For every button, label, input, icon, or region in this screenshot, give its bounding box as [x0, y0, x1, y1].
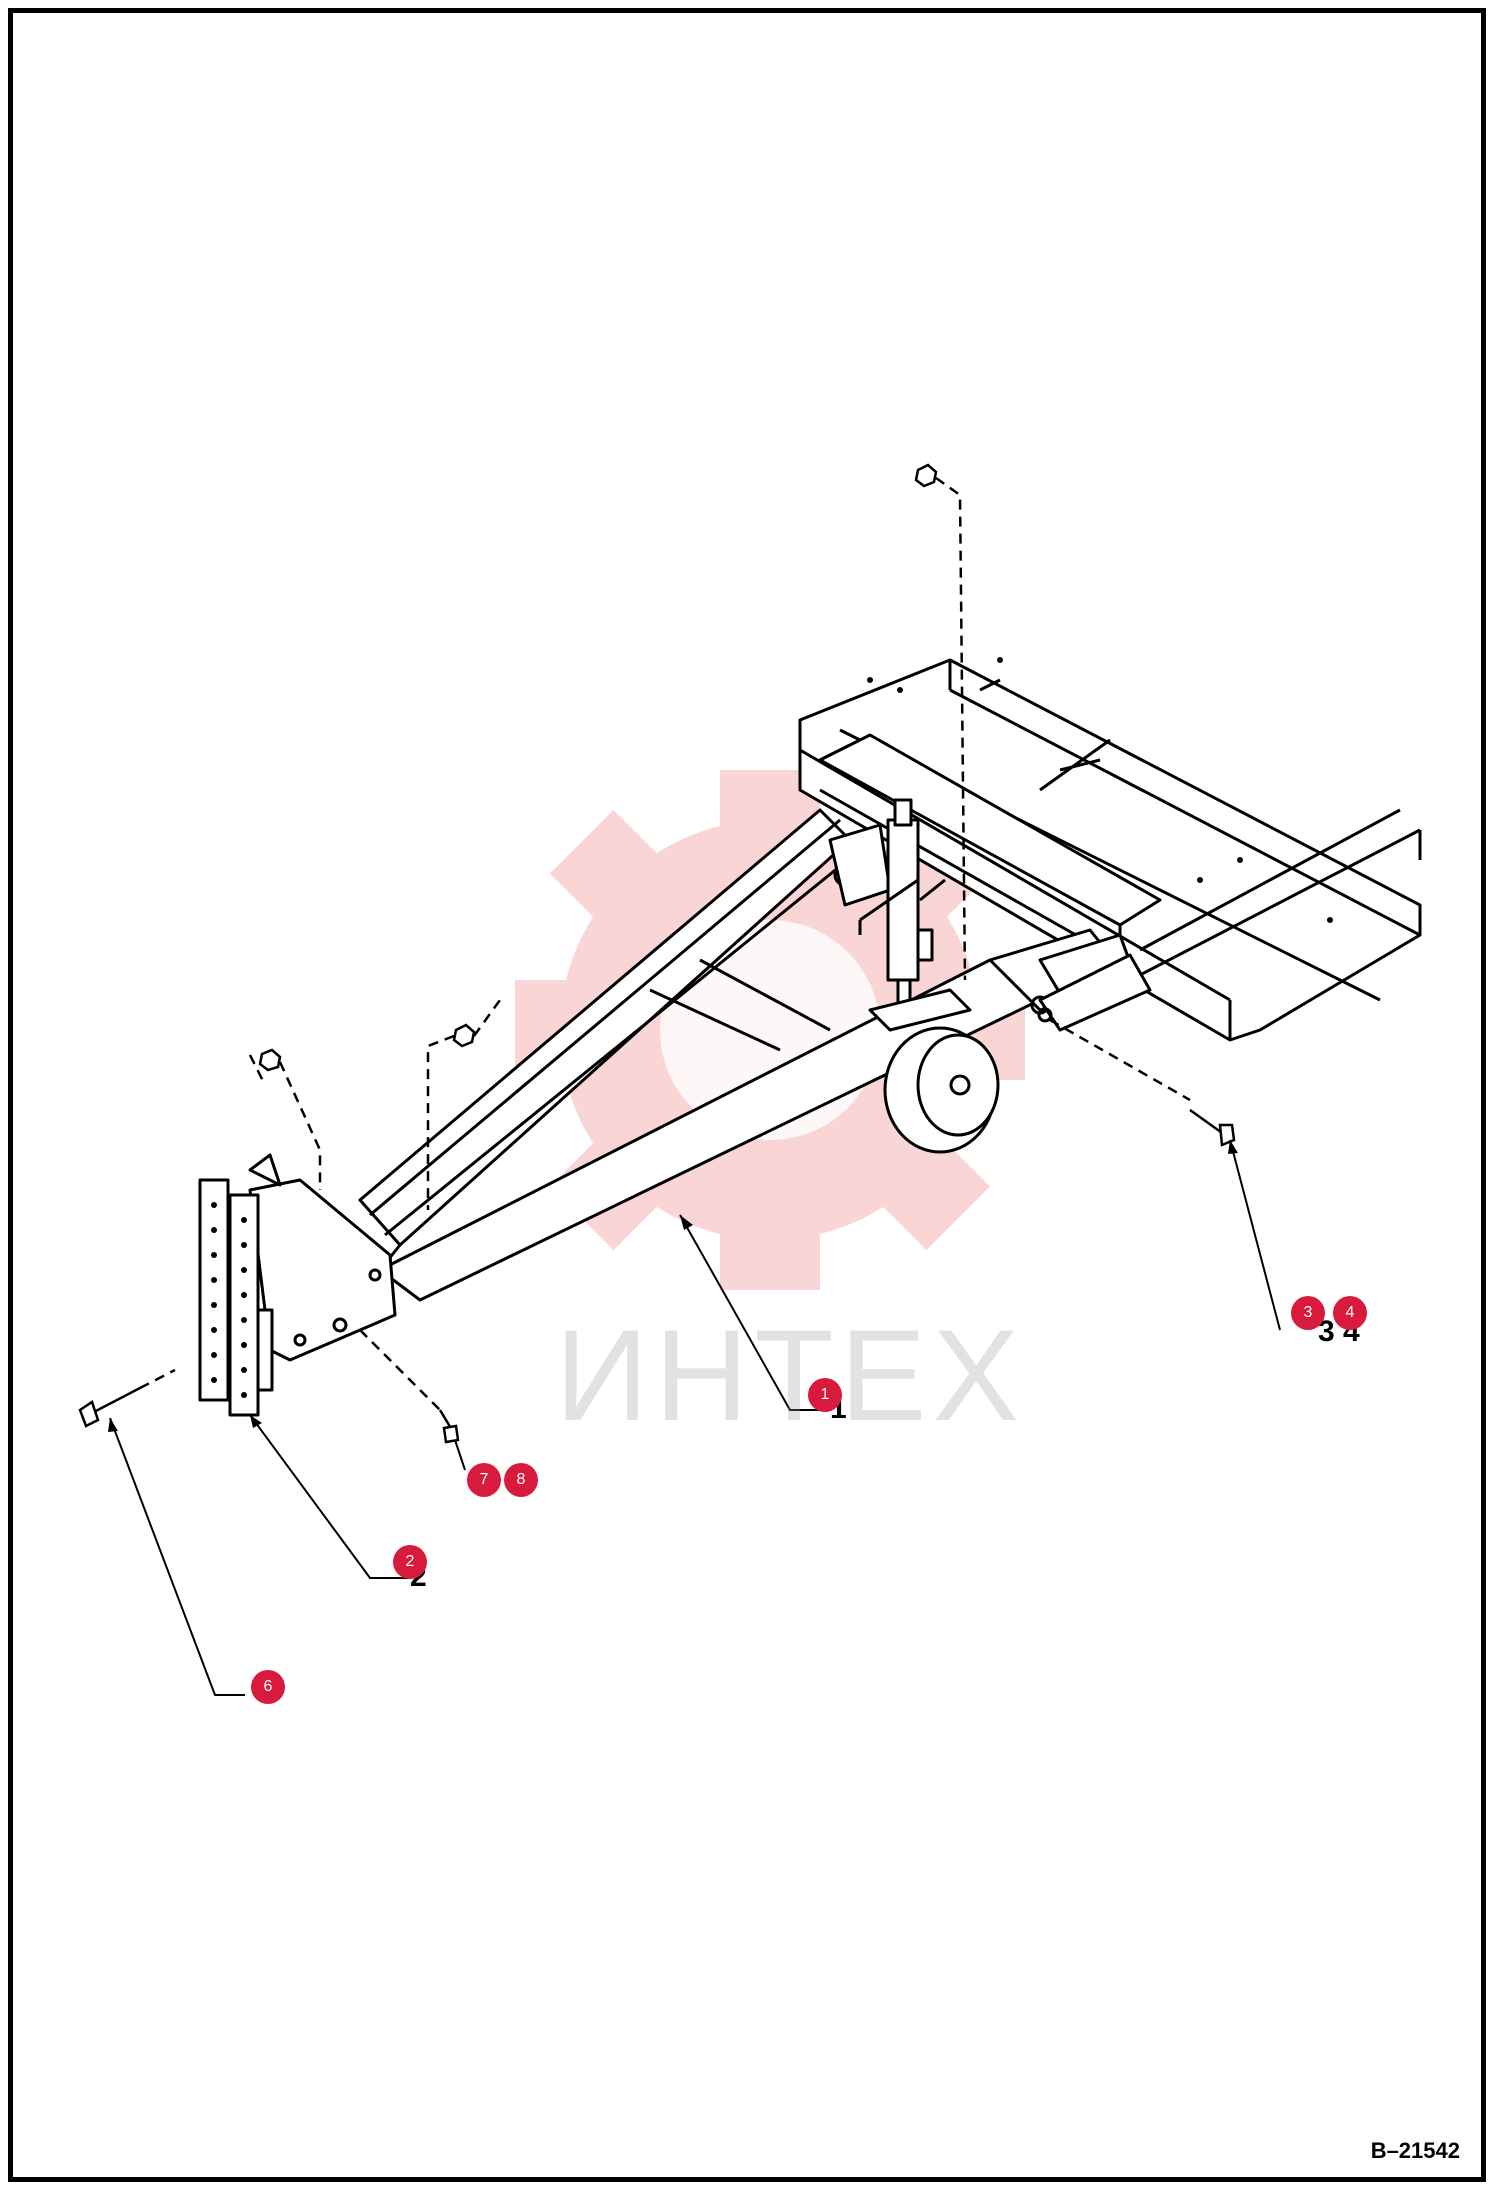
post-holes	[211, 657, 1333, 1398]
drawing-number: B–21542	[1370, 2138, 1460, 2163]
leader-arrowheads	[108, 1140, 1238, 1432]
callout-3[interactable]: 3	[1291, 1296, 1325, 1330]
callout-8[interactable]: 8	[504, 1463, 538, 1497]
callout-6[interactable]: 6	[251, 1670, 285, 1704]
callout-7[interactable]: 7	[467, 1463, 501, 1497]
watermark-text: ИНТЕХ	[555, 1302, 1026, 1448]
dashed-lines	[139, 476, 1191, 1411]
callout-2[interactable]: 2	[393, 1545, 427, 1579]
callout-1[interactable]: 1	[808, 1378, 842, 1412]
drawing-frame	[8, 8, 1486, 2182]
hitch-frame-lines	[198, 658, 1422, 1417]
callout-4[interactable]: 4	[1333, 1296, 1367, 1330]
